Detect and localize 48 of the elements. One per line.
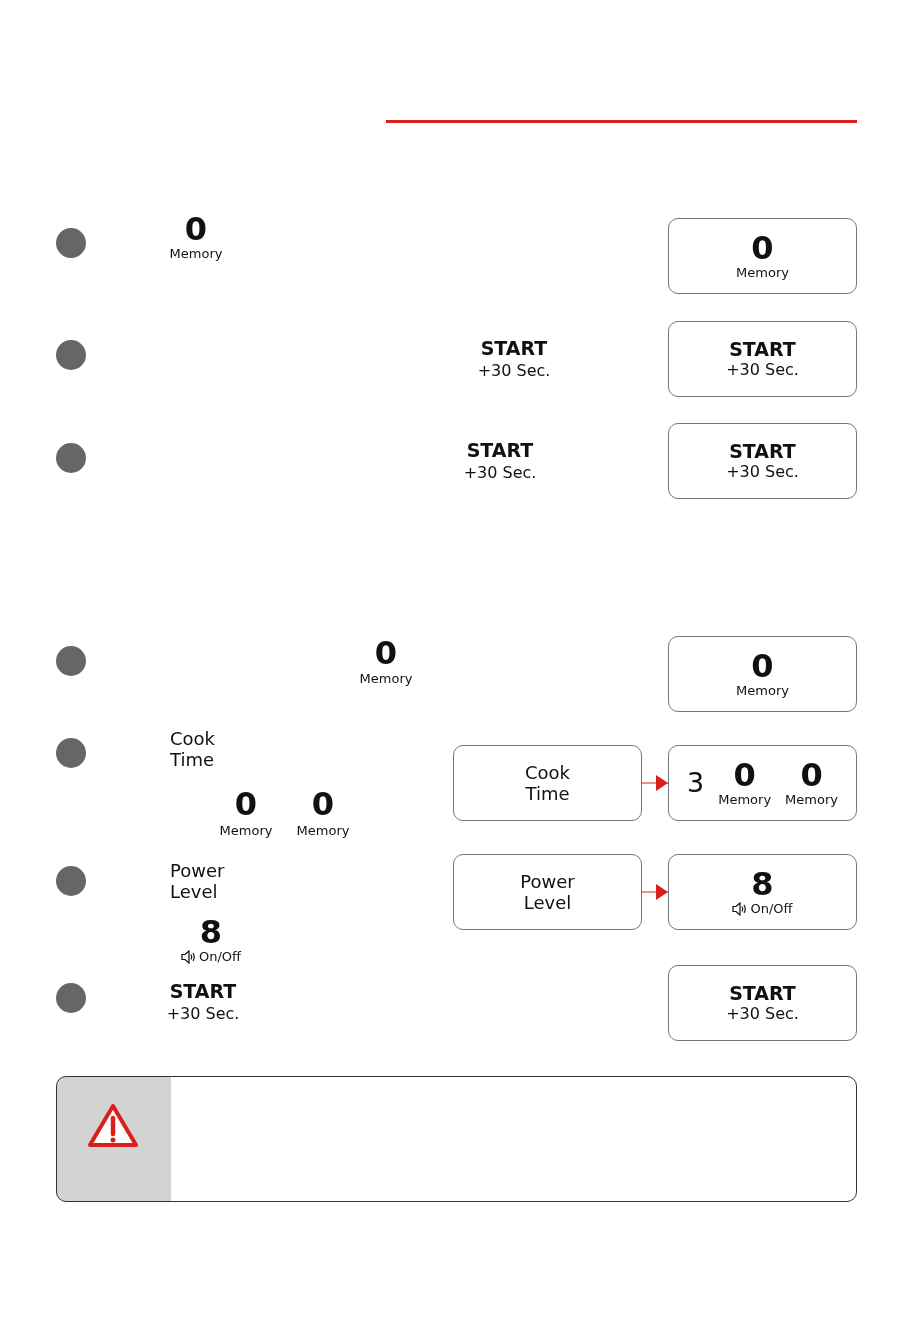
key-number: 0 — [751, 649, 774, 683]
key-label: +30 Sec. — [463, 463, 537, 483]
key-label: Memory — [785, 792, 838, 808]
key-label: START — [729, 338, 796, 360]
key-label: Power Level — [519, 871, 576, 913]
key-number: 0 — [733, 758, 756, 792]
key-number: 0 — [234, 787, 258, 821]
key-label: Memory — [736, 683, 789, 699]
key-label: On/Off — [199, 949, 241, 965]
key-number: 8 — [199, 915, 223, 949]
key-number: 0 — [311, 787, 335, 821]
key-label: START — [480, 337, 548, 359]
key-label: +30 Sec. — [726, 1004, 799, 1024]
key-label: Memory — [718, 792, 772, 808]
key-label: Power Level — [170, 860, 226, 902]
key-label: +30 Sec. — [166, 1004, 240, 1024]
key-label: Cook Time — [170, 728, 217, 770]
key-button-drawing — [668, 745, 857, 821]
arrow — [641, 884, 669, 900]
key-label: Memory — [219, 823, 273, 839]
key-label: +30 Sec. — [477, 361, 551, 381]
arrow — [641, 775, 669, 791]
key-label: START — [729, 982, 796, 1004]
key-button-drawing — [668, 423, 857, 499]
key-label: START — [729, 440, 796, 462]
key-button-drawing — [668, 321, 857, 397]
key-number: 0 — [800, 758, 823, 792]
key-label: On/Off — [750, 901, 793, 917]
key-button-drawing — [453, 745, 642, 821]
key-button-drawing — [668, 636, 857, 712]
key-label: Memory — [296, 823, 350, 839]
key-label: +30 Sec. — [726, 462, 799, 482]
key-button-drawing — [453, 854, 642, 930]
key-button-drawing — [668, 965, 857, 1041]
key-button-drawing — [668, 854, 857, 930]
key-button-drawing — [668, 218, 857, 294]
key-label: +30 Sec. — [726, 360, 799, 380]
key-label: Memory — [169, 246, 223, 262]
key-number: 0 — [184, 212, 208, 246]
key-label: Memory — [359, 671, 413, 687]
key-number: 3 — [687, 768, 705, 798]
key-number: 0 — [751, 231, 774, 265]
key-number: 8 — [751, 867, 774, 901]
key-label: START — [169, 980, 237, 1002]
key-number: 0 — [374, 636, 398, 670]
key-label: START — [466, 439, 534, 461]
key-label: Memory — [736, 265, 789, 281]
key-label: Cook Time — [524, 762, 571, 804]
